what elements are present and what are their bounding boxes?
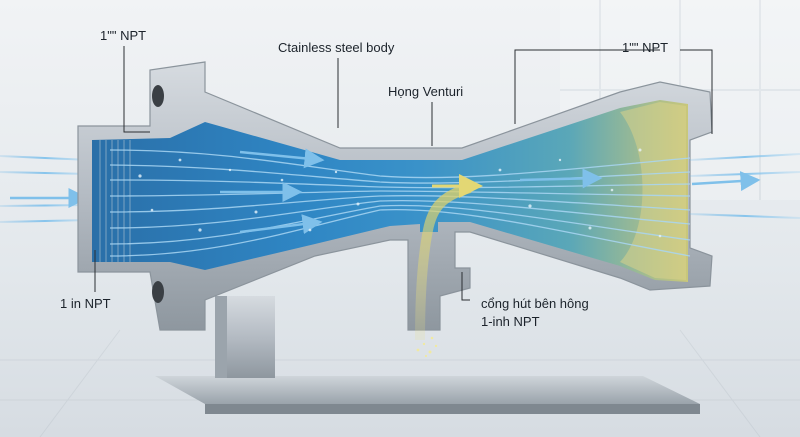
bolt-hole-top bbox=[152, 85, 164, 107]
label-side-suction-port: cổng hút bên hông bbox=[481, 296, 589, 311]
label-venturi-throat: Họng Venturi bbox=[388, 84, 464, 99]
suction-droplets bbox=[416, 336, 438, 358]
venturi-streamlines bbox=[109, 149, 691, 257]
label-stainless-steel-body: Ctainless steel body bbox=[278, 40, 395, 55]
label-inlet-thread-bottom: 1 in NPT bbox=[60, 296, 111, 311]
leader-lines bbox=[94, 46, 713, 301]
label-outlet-thread: 1"" NPT bbox=[622, 40, 669, 55]
outlet-arrow bbox=[691, 171, 761, 192]
bolt-hole-bottom bbox=[152, 281, 164, 303]
suction-flow bbox=[415, 183, 472, 341]
base-plate bbox=[155, 376, 700, 404]
inlet-thread bbox=[99, 140, 131, 262]
label-side-suction-port-size: 1-inh NPT bbox=[481, 314, 540, 329]
outlet-diffuser bbox=[620, 102, 686, 280]
base-plate-edge bbox=[205, 404, 700, 414]
inlet-flow-streams bbox=[0, 155, 91, 223]
air-bubbles bbox=[138, 148, 662, 238]
internal-flow-arrows bbox=[220, 148, 603, 235]
label-inlet-thread-top: 1"" NPT bbox=[100, 28, 147, 43]
